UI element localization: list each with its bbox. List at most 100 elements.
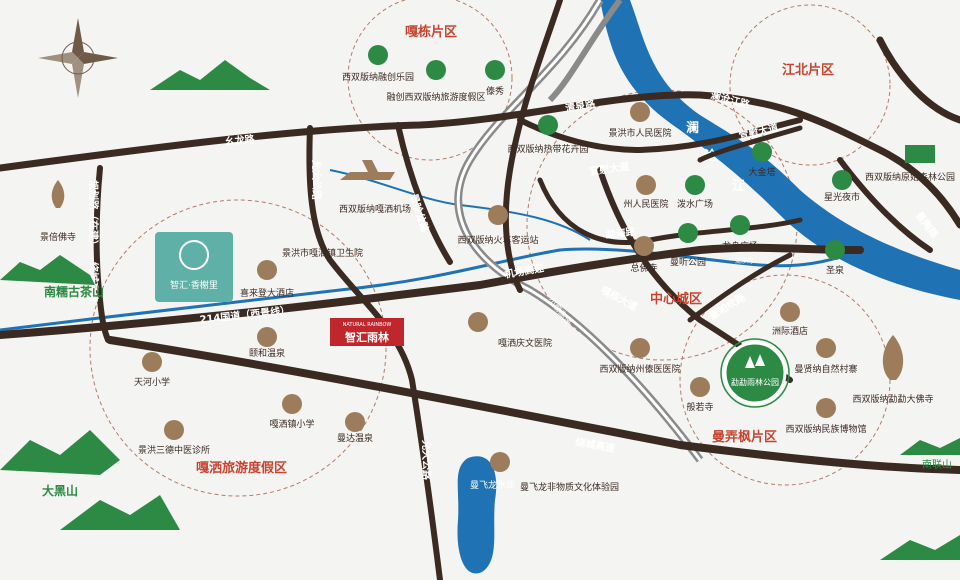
temple-icon — [634, 236, 654, 256]
poi-yuanshi: 西双版纳原始森林公园 — [865, 171, 955, 183]
brand-logo — [330, 318, 404, 346]
liusha-label-2: 流沙河 — [735, 257, 753, 265]
rainforest-park-ring — [720, 338, 790, 408]
poi-airport: 西双版纳嘎洒机场 — [339, 203, 411, 215]
poi-mantian: 曼听公园 — [670, 257, 706, 268]
hotspring-icon-2 — [345, 412, 365, 432]
compass-icon — [38, 18, 118, 98]
poi-jingfosi: 景倍佛寺 — [40, 231, 76, 243]
lancang-river — [600, 0, 960, 300]
dance-icon — [485, 60, 505, 80]
poi-zhou-hospital: 州人民医院 — [623, 198, 668, 210]
poi-xidengta-hotel: 喜来登大酒店 — [240, 287, 294, 299]
village-icon — [816, 338, 836, 358]
road-yaolong: 幺龙路 — [224, 132, 256, 148]
poi-gasa-school: 嘎洒镇小学 — [269, 418, 314, 430]
road-xuanwei-2: 宣慰大道 — [589, 160, 630, 178]
poi-banyasi: 般若寺 — [686, 401, 713, 413]
hospital-icon-2 — [636, 175, 656, 195]
buddha-icon — [51, 180, 65, 208]
train-icon — [488, 205, 508, 225]
mountain-icon-4 — [60, 495, 180, 530]
zone-center-title: 中心城区 — [650, 291, 702, 307]
river-label-a: 澜 — [686, 120, 699, 136]
hospital-icon-3 — [468, 312, 488, 332]
poi-hongsan-clinic: 景洪三德中医诊所 — [138, 444, 210, 456]
poi-tropical-garden: 西双版纳热带花卉园 — [507, 143, 588, 155]
park-icon — [678, 223, 698, 243]
poi-labels: 西双版纳融创乐园 融创西双版纳旅游度假区 傣秀 西双版纳热带花卉园 景洪市人民医… — [40, 71, 955, 493]
poi-shengquan: 圣泉 — [826, 264, 844, 276]
zone-jiangbei-title: 江北片区 — [782, 62, 834, 78]
poi-icons — [51, 45, 935, 472]
daheishan-label: 大黑山 — [42, 483, 78, 498]
river-label-c: 江 — [732, 178, 745, 194]
mountain-icon-1 — [150, 60, 270, 90]
poi-manfei: 曼飞龙非物质文化体验园 — [520, 481, 619, 493]
brand-logo-cn: 智汇雨林 — [345, 330, 389, 344]
poi-xishuang-hospital: 西双版纳州傣医医院 — [599, 363, 680, 375]
airplane-icon — [340, 160, 395, 180]
poi-train-station: 西双版纳火车客运站 — [457, 234, 538, 246]
museum-icon — [816, 398, 836, 418]
zone-manlong-title: 曼弄枫片区 — [712, 429, 777, 445]
nanlianshan-label: 南联山 — [922, 458, 952, 471]
road-mengnan: 勐海路 — [605, 225, 637, 241]
poi-jinghong-hospital: 景洪市人民医院 — [608, 127, 671, 139]
poi-museum: 西双版纳民族博物馆 — [785, 423, 866, 435]
gasa-zone-circle — [89, 199, 387, 497]
poi-dajinta: 大金塔 — [748, 166, 775, 178]
flower-icon — [538, 115, 558, 135]
brand-logo-en: NATURAL RAINBOW — [343, 322, 392, 328]
night-market-icon — [832, 170, 852, 190]
poi-tianhe-school: 天河小学 — [134, 376, 170, 388]
poi-rongchuang: 西双版纳融创乐园 — [342, 71, 414, 83]
mountain-icon-3 — [0, 430, 120, 475]
culture-icon — [490, 452, 510, 472]
zone-gasa-title: 嘎洒旅游度假区 — [196, 460, 287, 476]
buddha-icon-2 — [882, 335, 904, 380]
poi-daixiu: 傣秀 — [486, 85, 504, 97]
reservoir-label-text: 曼飞龙水库 — [470, 479, 515, 491]
school-icon-2 — [282, 394, 302, 414]
mountains — [0, 60, 960, 560]
hospital-icon — [630, 102, 650, 122]
gadong-zone-circle — [347, 0, 513, 161]
poi-menglong-temple: 西双版纳勐勐大佛寺 — [852, 393, 933, 405]
poi-hot-spring: 颐和温泉 — [249, 347, 285, 359]
road-mengpa: 嘎栋大道 — [599, 283, 640, 313]
road-raocheng-2: 绕城高速 — [574, 435, 616, 455]
poi-mengshui: 泼水广场 — [677, 198, 713, 210]
square-icon — [685, 175, 705, 195]
project-logo-icon — [179, 240, 209, 270]
forest-icon — [905, 145, 935, 163]
resort-icon — [426, 60, 446, 80]
poi-rongchuang-tour: 融创西双版纳旅游度假区 — [386, 91, 485, 103]
school-icon — [142, 352, 162, 372]
tree-icon — [745, 354, 765, 368]
road-yunda-2: 允大公路 — [420, 439, 433, 481]
poi-gasa-hospital: 嘎洒庆文医院 — [498, 337, 552, 349]
poi-jiedian: 洲际酒店 — [772, 325, 808, 337]
poi-xingguang: 星光夜市 — [824, 191, 860, 203]
road-lancangjiang: 澜沧江路 — [709, 88, 752, 111]
poi-manda-hotspring: 曼达温泉 — [337, 432, 373, 444]
temple-icon-2 — [690, 377, 710, 397]
clinic-icon — [164, 420, 184, 440]
nanning-tea-label: 南糯古茶山 — [44, 284, 104, 299]
mountain-icon-6 — [880, 535, 960, 560]
poi-zongfosi: 总佛寺 — [630, 262, 657, 274]
poi-longzhou: 龙舟广场 — [722, 240, 758, 252]
zone-gadong-title: 嘎栋片区 — [405, 24, 457, 40]
project-badge — [155, 232, 233, 302]
hotel-icon — [780, 302, 800, 322]
road-jingchuan: 景陶路 — [913, 209, 942, 241]
rainforest-park-label: 勐勐雨林公园 — [731, 377, 779, 387]
mountain-icon-5 — [900, 438, 960, 455]
jiangbei-zone-circle — [729, 4, 891, 166]
reservoir-label: 曼飞龙水库 — [470, 479, 515, 491]
road-g214: 214国道（西景线） — [199, 304, 291, 326]
amusement-icon — [368, 45, 388, 65]
